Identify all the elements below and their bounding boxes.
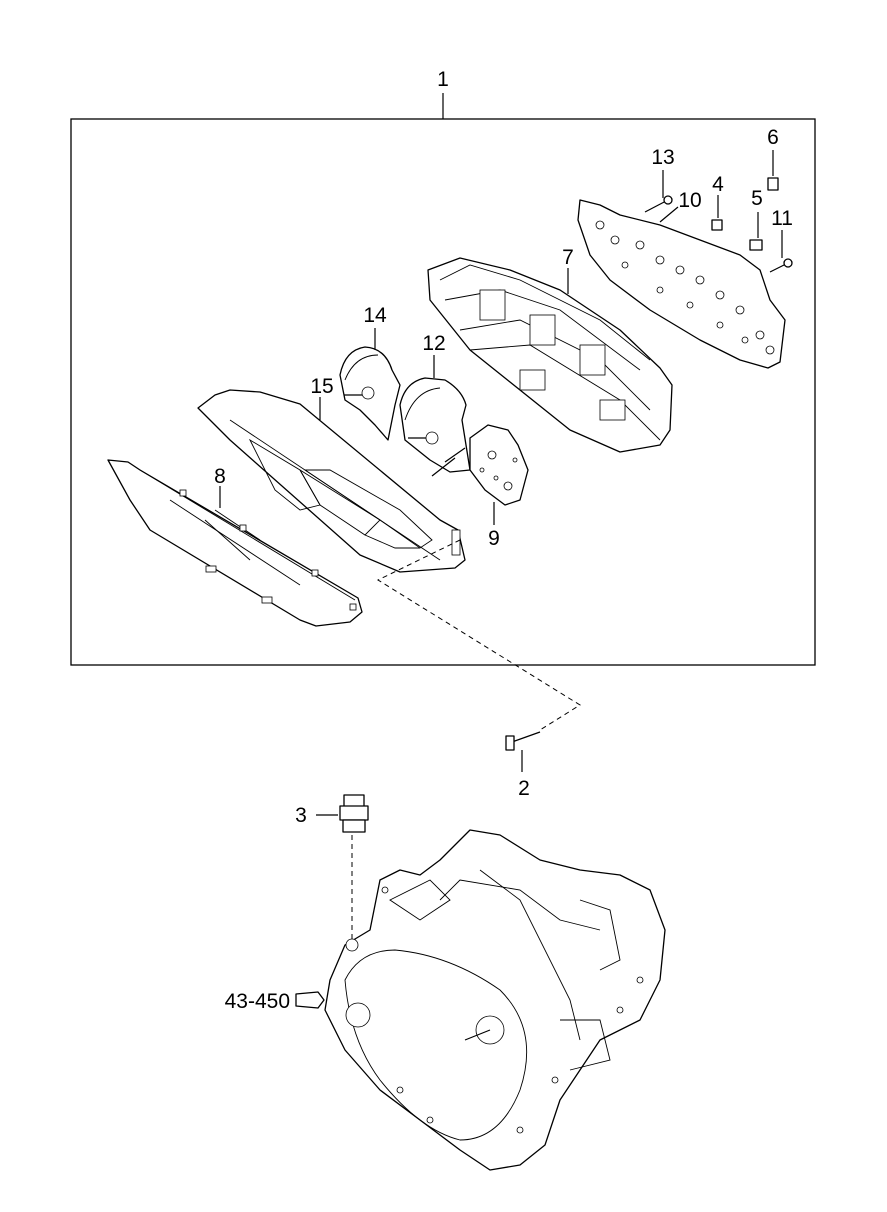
label-screw-11: 11 (771, 207, 793, 230)
label-speed-sensor: 3 (295, 804, 307, 827)
sub-gauge-part (469, 424, 529, 525)
transaxle-part (324, 829, 666, 1171)
label-speedometer: 12 (422, 332, 445, 355)
sensor-screw-part (505, 731, 541, 772)
circuit-board-part (577, 199, 786, 369)
label-window-lens: 8 (214, 465, 226, 488)
label-sensor-screw: 2 (518, 777, 530, 800)
label-bulb-4: 4 (712, 173, 724, 196)
window-lens-part (107, 459, 363, 627)
bulb-4-part (711, 195, 723, 231)
label-assembly: 1 (437, 68, 449, 91)
label-tachometer: 14 (363, 304, 387, 327)
label-bulb-6: 6 (767, 126, 779, 149)
bulb-6-part (767, 150, 779, 191)
tachometer-part (339, 328, 401, 441)
screw-13-part (644, 170, 673, 213)
label-screw-13: 13 (651, 146, 674, 169)
label-circuit-board: 10 (678, 189, 701, 212)
speed-sensor-part (316, 794, 369, 940)
label-bulb-5: 5 (751, 187, 763, 210)
speedometer-part (399, 355, 471, 477)
label-transaxle-ref[interactable]: 43-450 (225, 990, 290, 1013)
housing-part (427, 257, 673, 453)
label-housing: 7 (562, 246, 574, 269)
transaxle-ref-pointer (295, 991, 325, 1009)
assembly-frame (70, 93, 816, 666)
label-sub-gauge: 9 (488, 527, 500, 550)
screw-11-part (769, 230, 793, 273)
label-facia-panel: 15 (310, 375, 333, 398)
bulb-5-part (749, 212, 763, 251)
sensor-link-dash (376, 539, 581, 731)
